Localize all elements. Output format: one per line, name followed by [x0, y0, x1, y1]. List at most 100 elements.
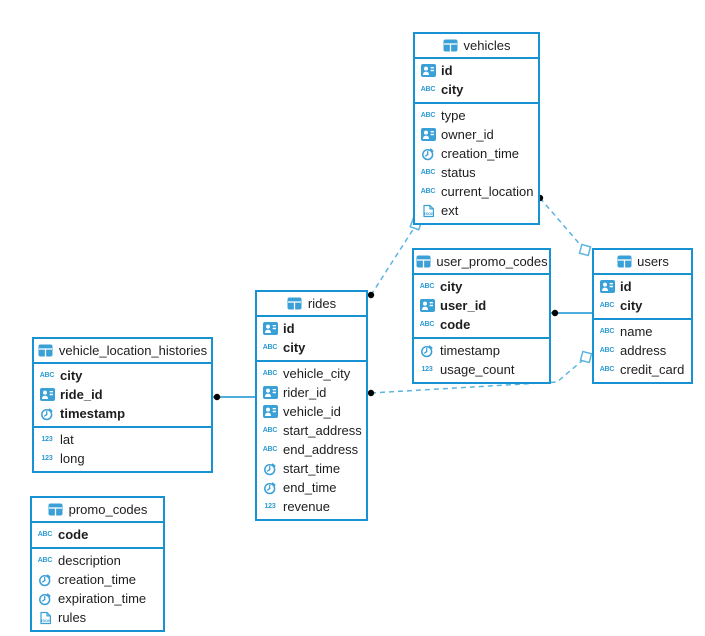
- column-timestamp: timestamp: [34, 404, 211, 423]
- text-type-icon: ABC: [262, 344, 278, 351]
- time-icon: [37, 592, 53, 606]
- column-user_id: user_id: [414, 296, 549, 315]
- entity-header: rides: [257, 292, 366, 317]
- primary-key-section: ABC code: [32, 523, 163, 549]
- column-label: city: [60, 368, 83, 383]
- number-type-icon: 123: [41, 436, 53, 443]
- column-usage_count: 123 usage_count: [414, 360, 549, 379]
- entity-header: vehicle_location_histories: [34, 339, 211, 364]
- text-type-icon: ABC: [419, 321, 435, 328]
- column-ride_id: ride_id: [34, 385, 211, 404]
- text-type-icon: ABC: [420, 112, 436, 119]
- column-ext: JSON ext: [415, 201, 538, 220]
- svg-text:JSON: JSON: [423, 211, 434, 216]
- text-type-icon: ABC: [262, 427, 278, 434]
- column-label: start_address: [283, 423, 362, 438]
- column-expiration_time: expiration_time: [32, 589, 163, 608]
- column-label: code: [58, 527, 89, 542]
- text-type-icon: ABC: [419, 283, 435, 290]
- column-id: id: [594, 277, 691, 296]
- column-city: ABC city: [257, 338, 366, 357]
- column-label: id: [283, 321, 295, 336]
- time-icon: [39, 407, 55, 421]
- uuid-icon: [262, 405, 278, 418]
- number-type-icon: 123: [421, 366, 433, 373]
- column-label: usage_count: [440, 362, 515, 377]
- relationship-square-marker: [579, 350, 593, 364]
- column-label: lat: [60, 432, 74, 447]
- column-label: city: [620, 298, 643, 313]
- relationship-dot-marker: [367, 291, 375, 299]
- column-label: start_time: [283, 461, 341, 476]
- text-type-icon: ABC: [37, 531, 53, 538]
- column-label: creation_time: [441, 146, 520, 161]
- column-label: end_time: [283, 480, 337, 495]
- entity-title: rides: [307, 296, 337, 311]
- uuid-icon: [262, 322, 278, 335]
- table-icon: [443, 39, 459, 52]
- column-label: timestamp: [440, 343, 500, 358]
- text-type-icon: ABC: [420, 169, 436, 176]
- column-label: rider_id: [283, 385, 327, 400]
- column-start_address: ABC start_address: [257, 421, 366, 440]
- svg-text:JSON: JSON: [40, 618, 51, 623]
- column-label: ride_id: [60, 387, 103, 402]
- column-label: end_address: [283, 442, 359, 457]
- column-rider_id: rider_id: [257, 383, 366, 402]
- column-id: id: [415, 61, 538, 80]
- column-label: user_id: [440, 298, 487, 313]
- text-type-icon: ABC: [37, 557, 53, 564]
- uuid-icon: [420, 64, 436, 77]
- column-label: vehicle_city: [283, 366, 351, 381]
- entity-header: users: [594, 250, 691, 275]
- uuid-icon: [599, 280, 615, 293]
- json-icon: JSON: [37, 611, 53, 625]
- time-icon: [420, 147, 436, 161]
- column-label: id: [620, 279, 632, 294]
- table-icon: [48, 503, 64, 516]
- column-label: ext: [441, 203, 459, 218]
- uuid-icon: [419, 299, 435, 312]
- columns-section: timestamp 123 usage_count: [414, 339, 549, 382]
- entity-title: users: [637, 254, 669, 269]
- column-label: credit_card: [620, 362, 685, 377]
- column-end_time: end_time: [257, 478, 366, 497]
- number-type-icon: 123: [264, 503, 276, 510]
- column-label: timestamp: [60, 406, 126, 421]
- time-icon: [262, 462, 278, 476]
- entity-title: promo_codes: [68, 502, 148, 517]
- column-label: status: [441, 165, 476, 180]
- entity-title: user_promo_codes: [436, 254, 548, 269]
- column-id: id: [257, 319, 366, 338]
- column-label: address: [620, 343, 667, 358]
- text-type-icon: ABC: [39, 372, 55, 379]
- uuid-icon: [39, 388, 55, 401]
- relationship-rides-to-vehicles: [370, 227, 415, 296]
- table-icon: [415, 255, 431, 268]
- column-start_time: start_time: [257, 459, 366, 478]
- json-icon: JSON: [420, 204, 436, 218]
- column-label: city: [283, 340, 306, 355]
- entity-title: vehicles: [463, 38, 511, 53]
